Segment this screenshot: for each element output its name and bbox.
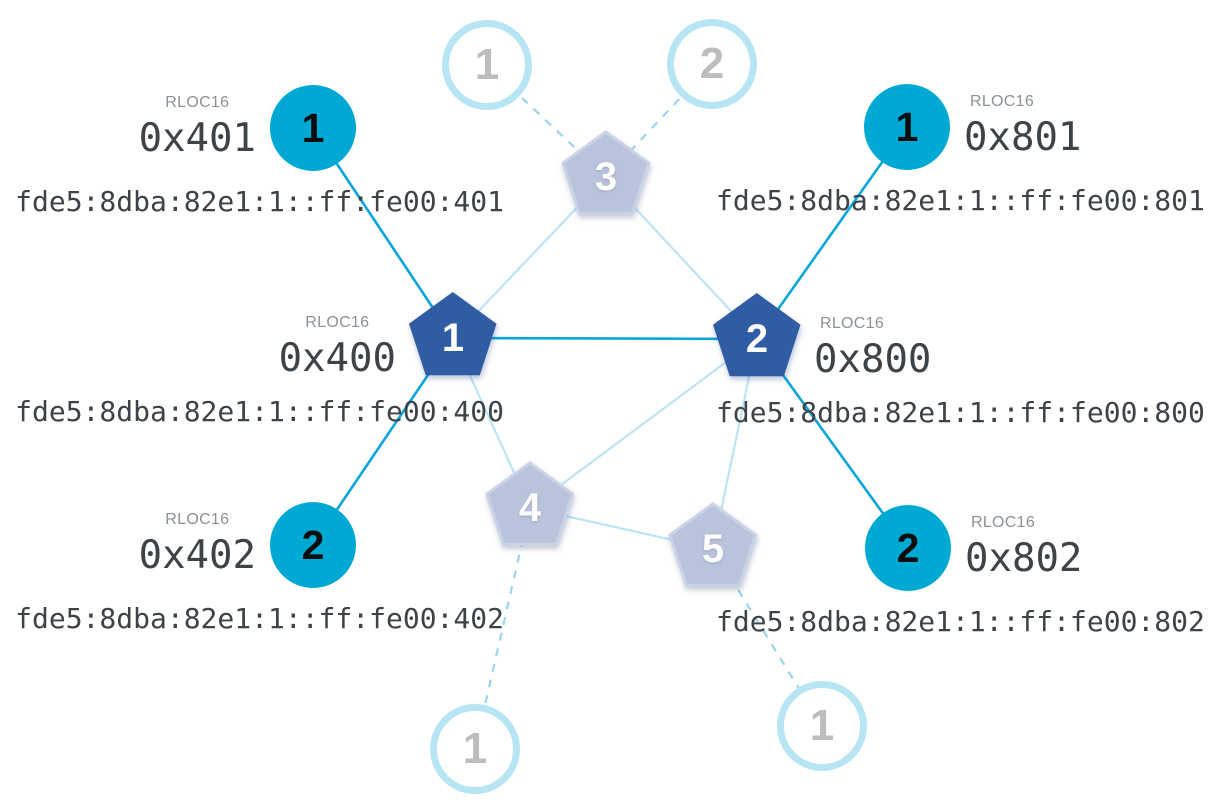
rloc16-value: 0x400 xyxy=(278,336,396,381)
ipv6-address: fde5:8dba:82e1:1::ff:fe00:400 xyxy=(15,395,504,428)
node-child-bottom-2[interactable]: 1 xyxy=(777,681,867,771)
node-number: 1 xyxy=(474,40,500,89)
rloc16-label: RLOC16 xyxy=(165,94,230,111)
node-router-4[interactable]: 4 xyxy=(479,455,581,552)
node-router-3[interactable]: 3 xyxy=(555,124,657,221)
node-number: 1 xyxy=(462,724,488,773)
rloc16-value: 0x801 xyxy=(964,115,1082,160)
node-router-800[interactable]: 2 xyxy=(705,285,808,384)
node-number: 2 xyxy=(745,317,769,362)
rloc16-label: RLOC16 xyxy=(820,315,885,332)
ipv6-address: fde5:8dba:82e1:1::ff:fe00:802 xyxy=(716,605,1205,638)
node-child-802[interactable]: 2 xyxy=(865,505,951,591)
rloc16-block-child-401: RLOC16 0x401 xyxy=(139,92,256,158)
ipv6-address: fde5:8dba:82e1:1::ff:fe00:402 xyxy=(15,602,504,635)
node-number: 2 xyxy=(896,524,920,571)
node-number: 1 xyxy=(809,701,835,750)
rloc16-block-router-800: RLOC16 0x800 xyxy=(814,313,931,379)
node-number: 4 xyxy=(518,486,542,531)
router-pentagon-shape xyxy=(713,293,801,377)
node-child-801[interactable]: 1 xyxy=(864,84,950,170)
rloc16-block-child-402: RLOC16 0x402 xyxy=(139,509,256,575)
node-child-top-2[interactable]: 2 xyxy=(667,19,757,109)
node-router-400[interactable]: 1 xyxy=(401,284,504,383)
ipv6-address: fde5:8dba:82e1:1::ff:fe00:801 xyxy=(716,184,1205,217)
rloc16-label: RLOC16 xyxy=(970,93,1035,110)
node-number: 1 xyxy=(301,104,325,151)
router-pentagon-shape xyxy=(668,502,758,587)
node-number: 1 xyxy=(441,316,465,361)
node-child-402[interactable]: 2 xyxy=(270,502,356,588)
node-number: 2 xyxy=(699,39,725,88)
rloc16-label: RLOC16 xyxy=(305,314,370,331)
rloc16-block-router-400: RLOC16 0x400 xyxy=(279,312,396,378)
rloc16-value: 0x800 xyxy=(814,337,932,382)
rloc16-value: 0x402 xyxy=(138,533,256,578)
node-router-5[interactable]: 5 xyxy=(662,496,764,593)
ipv6-address: fde5:8dba:82e1:1::ff:fe00:800 xyxy=(716,396,1205,429)
link-router-400-router-800 xyxy=(452,336,758,341)
node-number: 3 xyxy=(594,155,618,200)
node-child-bottom-1[interactable]: 1 xyxy=(430,704,520,794)
rloc16-block-child-801: RLOC16 0x801 xyxy=(964,91,1081,157)
router-pentagon-shape xyxy=(485,461,575,546)
node-number: 2 xyxy=(301,521,325,568)
rloc16-block-child-802: RLOC16 0x802 xyxy=(965,512,1082,578)
node-number: 5 xyxy=(701,527,725,572)
ipv6-address: fde5:8dba:82e1:1::ff:fe00:401 xyxy=(15,185,504,218)
rloc16-label: RLOC16 xyxy=(971,514,1036,531)
link-router-800-router-4 xyxy=(529,338,758,509)
router-pentagon-shape xyxy=(561,130,651,215)
link-child-top-1-router-3 xyxy=(486,64,607,178)
rloc16-value: 0x401 xyxy=(138,116,256,161)
node-child-top-1[interactable]: 1 xyxy=(442,20,532,110)
rloc16-value: 0x802 xyxy=(965,536,1083,581)
rloc16-label: RLOC16 xyxy=(165,511,230,528)
node-number: 1 xyxy=(895,103,919,150)
router-pentagon-shape xyxy=(409,292,497,376)
node-child-401[interactable]: 1 xyxy=(270,85,356,171)
